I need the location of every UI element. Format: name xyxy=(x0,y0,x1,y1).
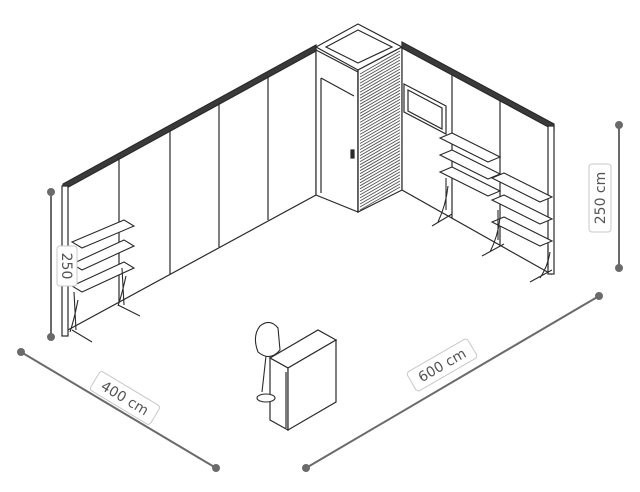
shelf xyxy=(70,261,136,293)
tower-slat xyxy=(359,183,401,208)
tower-slat xyxy=(359,59,401,84)
left-wall-face xyxy=(65,48,317,333)
width-end-right xyxy=(595,292,603,300)
tower-slat xyxy=(359,171,401,196)
tower-slat xyxy=(359,156,401,181)
storage-door xyxy=(315,49,359,213)
door-handle-icon xyxy=(350,149,355,159)
tower-slat xyxy=(359,162,401,187)
tower-slat xyxy=(359,135,401,159)
tower-slat xyxy=(359,186,401,211)
counter-front xyxy=(269,356,289,432)
shelf-bracket xyxy=(431,178,453,227)
tower-slat xyxy=(359,74,401,99)
right-height-end-bottom xyxy=(615,264,623,272)
left-wall xyxy=(61,43,317,337)
stool-base xyxy=(256,393,276,403)
tower-slat xyxy=(359,50,401,75)
stool xyxy=(254,321,281,403)
right-height-label-tag: 250 cm xyxy=(588,163,612,233)
tower-slat xyxy=(359,129,401,153)
tower-slat xyxy=(359,147,401,172)
shelf xyxy=(438,132,502,163)
tower-slat xyxy=(359,180,401,205)
tower-slat xyxy=(359,56,401,81)
shelf xyxy=(438,166,502,197)
width-line xyxy=(305,295,600,469)
shelf xyxy=(490,194,554,225)
tower-slat xyxy=(359,99,401,123)
right-wall-end-post xyxy=(547,125,555,275)
tower-slat xyxy=(359,80,401,105)
left-height-label-tag: 250 xyxy=(56,245,78,287)
tower-slat xyxy=(359,89,401,114)
right-wall-shelves xyxy=(431,132,554,283)
tower-slat xyxy=(359,92,401,117)
tower-slat xyxy=(359,153,401,178)
shelf xyxy=(438,149,502,180)
tower-slats xyxy=(359,50,401,211)
stool-leg xyxy=(261,355,267,393)
left-height-label: 250 xyxy=(58,253,74,280)
tower-slat xyxy=(359,68,401,93)
shelf-bracket xyxy=(117,267,141,317)
tower-slat xyxy=(359,177,401,202)
shelf xyxy=(70,239,136,271)
right-height-label: 250 cm xyxy=(593,172,609,225)
shelf-bracket xyxy=(529,245,553,283)
tower-slat xyxy=(359,141,401,166)
counter-side xyxy=(287,338,337,432)
tower-slat xyxy=(359,126,401,150)
tower-slat xyxy=(359,111,401,135)
shelf-bracket xyxy=(69,291,93,343)
width-end-left xyxy=(302,464,310,472)
tower-top-inner xyxy=(324,29,394,64)
right-wall xyxy=(401,40,555,276)
shelf xyxy=(70,219,136,249)
tower-slat xyxy=(359,117,401,141)
tower-slat xyxy=(359,95,401,120)
shelf xyxy=(490,172,554,203)
tower-slat xyxy=(359,132,401,156)
stool-seat xyxy=(254,321,281,358)
door-frame xyxy=(320,77,355,97)
tower-slat xyxy=(359,105,401,129)
tower-slat xyxy=(359,159,401,184)
tower-slat xyxy=(359,71,401,96)
dimension-lines xyxy=(17,121,623,472)
tower-slat xyxy=(359,165,401,190)
left-height-end-top xyxy=(47,188,55,196)
screen-inner xyxy=(407,89,443,130)
tower-slat xyxy=(359,108,401,132)
right-height-end-top xyxy=(615,121,623,129)
tower-slat xyxy=(359,77,401,102)
tower-slat xyxy=(359,138,401,162)
depth-end-left xyxy=(17,348,25,356)
tower-slat xyxy=(359,114,401,138)
tower-slat xyxy=(359,150,401,175)
tower-slat xyxy=(359,86,401,111)
tower-slat xyxy=(359,53,401,78)
tower-slat xyxy=(359,102,401,126)
tower-slat xyxy=(359,120,401,144)
tower-slat xyxy=(359,144,401,169)
depth-line xyxy=(20,351,217,469)
shelf-bracket xyxy=(481,210,505,257)
tower-slat xyxy=(359,123,401,147)
counter xyxy=(268,329,338,432)
width-label-tag: 600 cm xyxy=(406,338,478,392)
left-height-end-bottom xyxy=(47,333,55,341)
left-wall-shelves xyxy=(69,219,141,343)
tower-slat xyxy=(359,83,401,108)
depth-end-right xyxy=(212,464,220,472)
tower-slat xyxy=(359,65,401,90)
tower-slat xyxy=(359,62,401,87)
tower-slat xyxy=(359,168,401,193)
tower-slat xyxy=(359,174,401,199)
